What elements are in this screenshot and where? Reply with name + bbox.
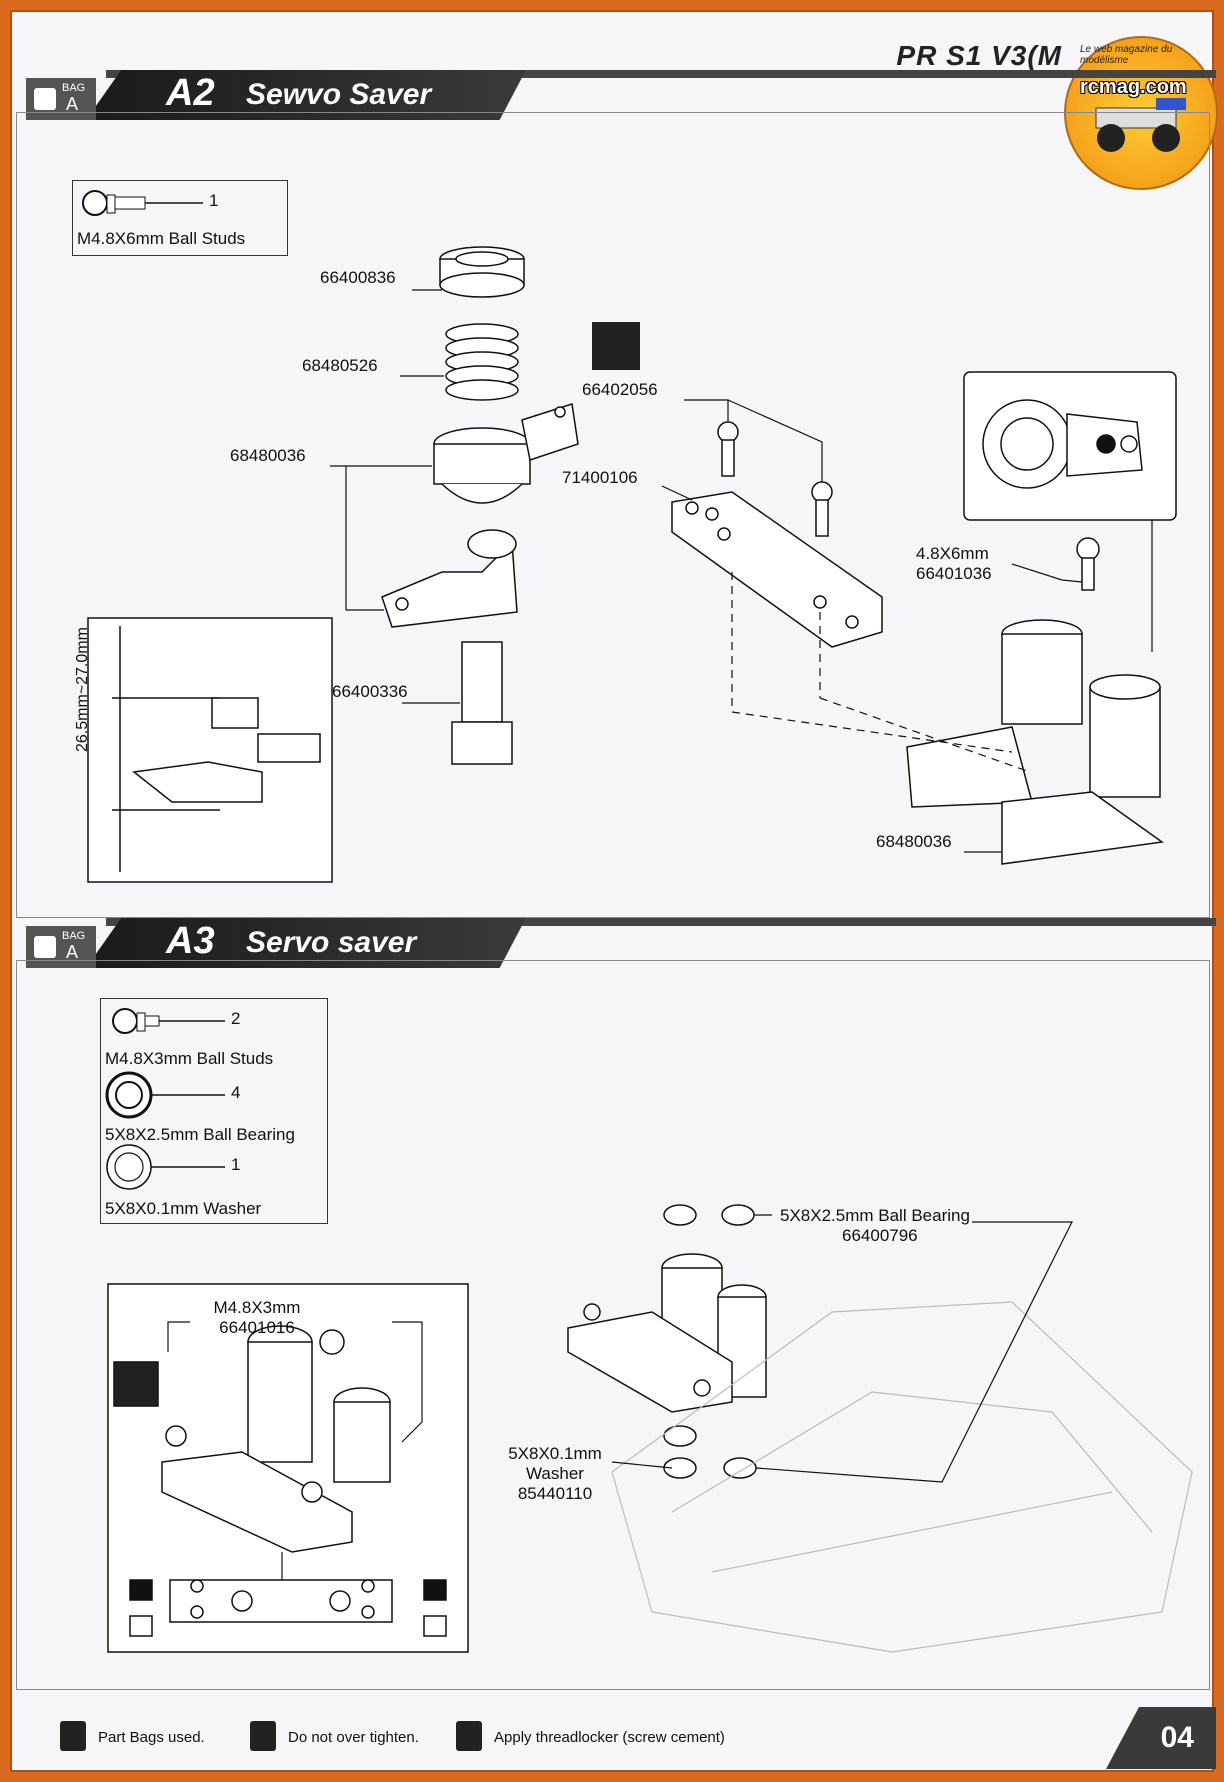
- bag-letter: A: [66, 942, 79, 962]
- bag-label: BAG: [62, 82, 86, 94]
- bag-icon: [34, 88, 56, 110]
- section-banner-a2: BAG A A2 Sewvo Saver: [26, 70, 1216, 120]
- torque-icon: [250, 1721, 276, 1751]
- bag-badge: BAG A: [26, 926, 96, 968]
- footer-threadlocker: Apply threadlocker (screw cement): [494, 1729, 725, 1746]
- part-number-stud: 66401036: [916, 564, 992, 583]
- stud-size: 4.8X6mm: [916, 544, 989, 563]
- bearing-size: 5X8X2.5mm Ball Bearing: [780, 1206, 970, 1225]
- part-number-assembled-arm: 68480036: [876, 832, 952, 851]
- step-number: A3: [166, 920, 215, 962]
- rcmag-logo: Le web magazine du modélisme rcmag.com: [1064, 36, 1218, 190]
- section-banner-a3: BAG A A3 Servo saver: [26, 918, 1216, 968]
- footer-part-bags: Part Bags used.: [98, 1729, 205, 1746]
- part-number-washer: 85440110: [517, 1484, 593, 1503]
- banner-background: [86, 918, 526, 968]
- part-number-spring: 68480526: [302, 356, 378, 375]
- part-number-saver-arm: 68480036: [230, 446, 306, 465]
- footer: Part Bags used. Do not over tighten. App…: [12, 1707, 1216, 1771]
- parts-legend-a2: 1 M4.8X6mm Ball Studs: [72, 180, 288, 256]
- logo-tagline: Le web magazine du modélisme: [1080, 44, 1173, 66]
- legend-label: 5X8X0.1mm Washer: [105, 1199, 262, 1218]
- banner-rule: [106, 70, 1216, 78]
- legend-count: 2: [231, 1009, 241, 1028]
- banner-background: [86, 70, 526, 120]
- bag-icon: [34, 936, 56, 958]
- part-number-screw: 66402056: [582, 380, 658, 399]
- part-number-stud: 66401016: [219, 1318, 295, 1337]
- servo-saver-diagram-a3: [107, 1204, 1193, 1653]
- section-a2-frame: [16, 112, 1210, 918]
- model-title: PR S1 V3(M: [896, 40, 1062, 71]
- torque-warning-icon: [592, 322, 640, 370]
- legend-count: 1: [209, 191, 219, 210]
- step-name: Sewvo Saver: [246, 78, 432, 111]
- parts-legend-a3: 2 M4.8X3mm Ball Studs 4 5X8X2.5mm Ball B…: [100, 998, 328, 1224]
- washer-size: 5X8X0.1mm: [508, 1444, 602, 1463]
- footer-do-not-tighten: Do not over tighten.: [288, 1729, 419, 1746]
- logo-car-icon: [1095, 98, 1186, 152]
- part-number-nut: 66400836: [320, 268, 396, 287]
- manual-page: PR S1 V3(M Le web magazine du modélisme …: [10, 10, 1218, 1772]
- legend-label: M4.8X3mm Ball Studs: [105, 1049, 274, 1068]
- step-number: A2: [166, 72, 215, 114]
- bag-badge: BAG A: [26, 78, 96, 120]
- part-number-post: 66400336: [332, 682, 408, 701]
- threadlocker-icon: [456, 1721, 482, 1751]
- legend-parts-icons: [105, 1008, 225, 1190]
- stud-size: M4.8X3mm: [213, 1298, 301, 1317]
- legend-count: 1: [231, 1155, 241, 1174]
- ball-stud-icon: [82, 190, 203, 216]
- part-number-bearing: 66400796: [842, 1226, 918, 1245]
- bag-letter: A: [66, 94, 79, 114]
- part-bag-icon: [60, 1721, 86, 1751]
- page-number: 04: [1106, 1707, 1216, 1769]
- legend-label: M4.8X6mm Ball Studs: [77, 229, 246, 248]
- section-a3-frame: [16, 960, 1210, 1690]
- part-number-plate: 71400106: [562, 468, 638, 487]
- bag-label: BAG: [62, 930, 86, 942]
- legend-label: 5X8X2.5mm Ball Bearing: [105, 1125, 295, 1144]
- banner-rule: [106, 918, 1216, 926]
- servo-saver-diagram-a2: [87, 246, 1177, 883]
- washer-name: Washer: [526, 1464, 584, 1483]
- logo-text: rcmag.com: [1080, 76, 1187, 98]
- step-name: Servo saver: [246, 926, 417, 959]
- legend-count: 4: [231, 1083, 241, 1102]
